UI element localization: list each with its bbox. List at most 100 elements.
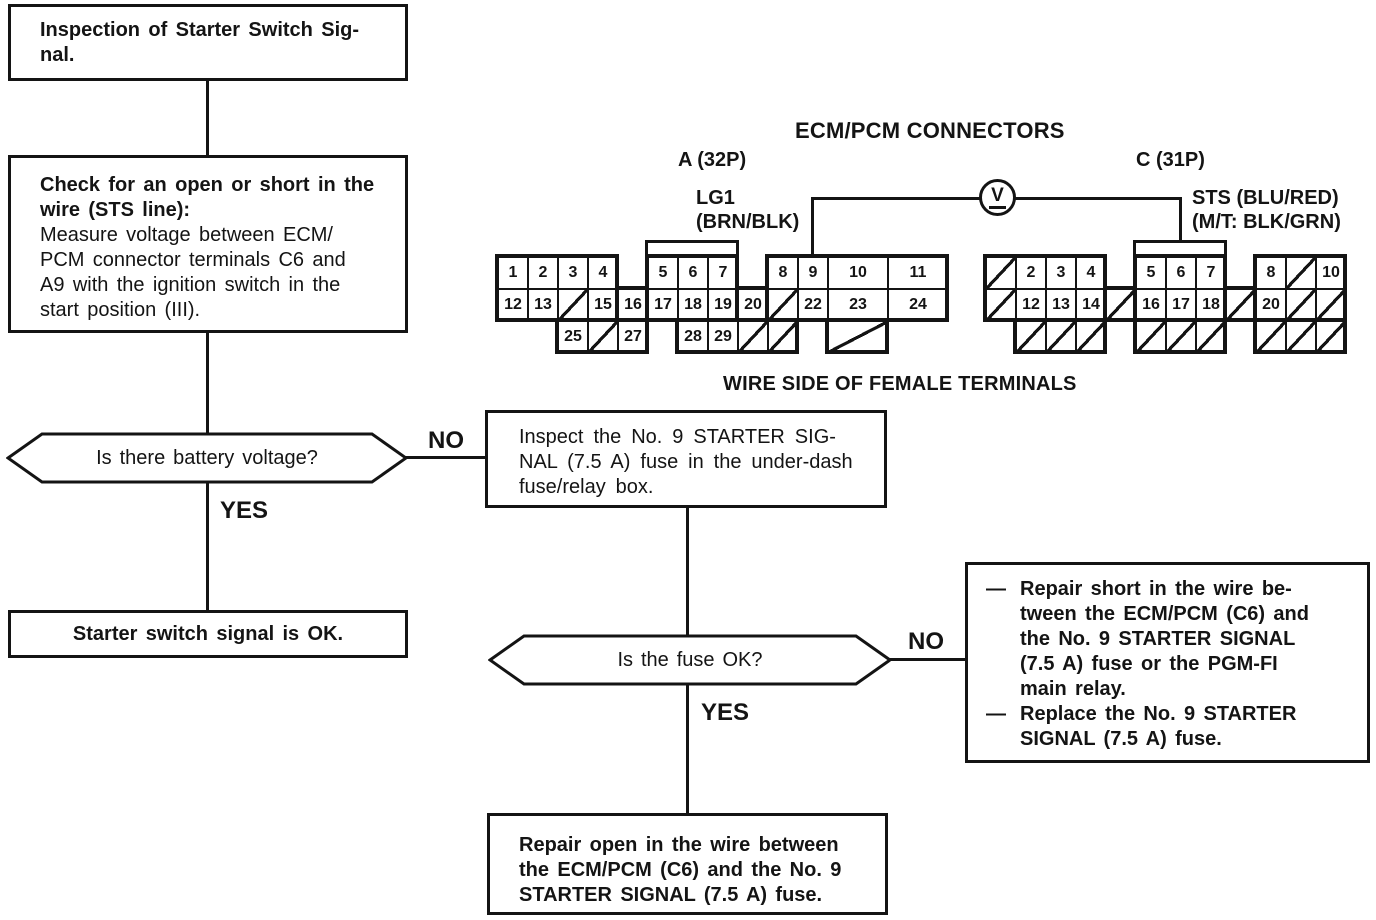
connector-c-terminal-12: 12	[1015, 288, 1047, 322]
signal-ok-box: Starter switch signal is OK.	[8, 610, 408, 658]
connector-c-terminal-10: 10	[1315, 256, 1347, 290]
connector-a-terminal-28: 28	[677, 320, 709, 354]
flow-line-yes-to-repairopen	[686, 683, 689, 814]
connector-a-terminal-23: 23	[827, 288, 889, 322]
connector-section-title: ECM/PCM CONNECTORS	[795, 118, 1065, 143]
connector-c-terminal-16: 16	[1135, 288, 1167, 322]
connector-a-terminal-27: 27	[617, 320, 649, 354]
connector-a-terminal-blocked	[737, 320, 769, 354]
connector-a-terminal-2: 2	[527, 256, 559, 290]
connector-c-terminal-20: 20	[1255, 288, 1287, 322]
connector-a-terminal-blocked	[827, 320, 889, 354]
voltmeter-label: V	[989, 186, 1006, 209]
connector-a-terminal-4: 4	[587, 256, 619, 290]
connector-a-terminal-5: 5	[647, 256, 679, 290]
connector-a-terminal-7: 7	[707, 256, 739, 290]
repair-open-box-text: Repair open in the wire between the ECM/…	[519, 834, 842, 906]
connector-c-terminal-blocked	[1285, 320, 1317, 354]
connector-c-terminal-blocked	[1135, 320, 1167, 354]
connector-c-terminal-2: 2	[1015, 256, 1047, 290]
no-label-battery: NO	[428, 427, 464, 454]
connector-a-terminal-29: 29	[707, 320, 739, 354]
inspect-fuse-box-text: Inspect the No. 9 STARTER SIG- NAL (7.5 …	[519, 426, 853, 498]
flow-line-no-to-inspect	[404, 456, 486, 459]
connector-c-terminal-blocked	[1315, 288, 1347, 322]
connector-c-terminal-8: 8	[1255, 256, 1287, 290]
connector-c-terminal-blocked	[1225, 288, 1257, 322]
connector-c-terminal-13: 13	[1045, 288, 1077, 322]
connector-c-terminal-18: 18	[1195, 288, 1227, 322]
connector-c-terminal-blocked	[985, 256, 1017, 290]
check-wire-box-heading: Check for an open or short in the wire (…	[40, 174, 375, 221]
connector-c-terminal-blocked	[1075, 320, 1107, 354]
connector-a-terminal-24: 24	[887, 288, 949, 322]
decision-battery-voltage: Is there battery voltage?	[6, 431, 408, 485]
connector-c-terminal-blocked	[1165, 320, 1197, 354]
yes-label-fuse: YES	[701, 699, 750, 726]
connector-a-pin-label: LG1 (BRN/BLK)	[696, 187, 800, 233]
wire-a9-to-voltmeter	[811, 197, 983, 200]
connector-a-terminal-blocked	[587, 320, 619, 354]
flow-line-start-to-check	[206, 81, 209, 157]
inspect-fuse-box: Inspect the No. 9 STARTER SIG- NAL (7.5 …	[485, 410, 887, 508]
decision-fuse-ok: Is the fuse OK?	[488, 633, 892, 687]
connector-c-terminal-blocked	[985, 288, 1017, 322]
dash-bullet: —	[986, 578, 1006, 600]
connector-a-terminal-3: 3	[557, 256, 589, 290]
connector-c-terminal-blocked	[1285, 288, 1317, 322]
connector-c-name: C (31P)	[1136, 149, 1205, 171]
connector-a-terminal-15: 15	[587, 288, 619, 322]
decision-battery-voltage-shape	[6, 432, 408, 484]
connector-a-terminal-12: 12	[497, 288, 529, 322]
check-wire-box-text: Measure voltage between ECM/ PCM connect…	[40, 224, 346, 321]
connector-a-terminal-17: 17	[647, 288, 679, 322]
connector-c-terminal-5: 5	[1135, 256, 1167, 290]
connector-c-terminal-blocked	[1195, 320, 1227, 354]
decision-fuse-ok-text: Is the fuse OK?	[617, 648, 763, 671]
repair-short-item-1: — Repair short in the wire be- tween the…	[984, 577, 1359, 702]
connector-a-terminal-blocked	[767, 320, 799, 354]
start-box: Inspection of Starter Switch Sig- nal.	[8, 4, 408, 81]
connector-a-terminal-19: 19	[707, 288, 739, 322]
connector-a-terminal-blocked	[557, 288, 589, 322]
wire-voltmeter-to-c6	[1013, 197, 1181, 200]
flow-line-check-to-decision	[206, 331, 209, 433]
repair-short-item-1-text: Repair short in the wire be- tween the E…	[1020, 578, 1309, 700]
connector-a-terminal-1: 1	[497, 256, 529, 290]
repair-short-box: — Repair short in the wire be- tween the…	[965, 562, 1370, 763]
start-box-text: Inspection of Starter Switch Sig- nal.	[40, 19, 360, 66]
connector-a-terminal-9: 9	[797, 256, 829, 290]
connector-c-terminal-blocked	[1255, 320, 1287, 354]
connector-a-terminal-22: 22	[797, 288, 829, 322]
decision-battery-voltage-text: Is there battery voltage?	[96, 446, 318, 469]
repair-short-item-2: — Replace the No. 9 STARTER SIGNAL (7.5 …	[984, 702, 1359, 752]
connector-c-terminal-4: 4	[1075, 256, 1107, 290]
signal-ok-box-text: Starter switch signal is OK.	[72, 622, 344, 645]
connector-a-terminal-8: 8	[767, 256, 799, 290]
no-label-fuse: NO	[908, 628, 944, 655]
connector-c-terminal-7: 7	[1195, 256, 1227, 290]
dash-bullet: —	[986, 703, 1006, 725]
connector-c-terminal-6: 6	[1165, 256, 1197, 290]
connector-c-terminal-blocked	[1315, 320, 1347, 354]
connector-a-terminal-10: 10	[827, 256, 889, 290]
connector-c-terminal-3: 3	[1045, 256, 1077, 290]
check-wire-box: Check for an open or short in the wire (…	[8, 155, 408, 333]
decision-fuse-ok-shape	[488, 634, 892, 686]
connector-a-terminal-20: 20	[737, 288, 769, 322]
connector-a-terminal-13: 13	[527, 288, 559, 322]
connector-a-terminal-18: 18	[677, 288, 709, 322]
connector-c-sts-bracket	[1133, 240, 1227, 257]
connector-c-terminal-blocked	[1015, 320, 1047, 354]
connector-a-lg1-bracket	[645, 240, 739, 257]
flow-line-no-to-repairshort	[888, 658, 966, 661]
connector-a-terminal-25: 25	[557, 320, 589, 354]
wire-c6-vertical	[1179, 197, 1182, 252]
connector-a-name: A (32P)	[678, 149, 747, 171]
connector-a-terminal-blocked	[767, 288, 799, 322]
voltmeter-symbol: V	[979, 179, 1016, 216]
connector-c-pin-label: STS (BLU/RED) (M/T: BLK/GRN)	[1192, 187, 1341, 233]
repair-open-box: Repair open in the wire between the ECM/…	[487, 813, 888, 915]
connector-c-terminal-blocked	[1105, 288, 1137, 322]
